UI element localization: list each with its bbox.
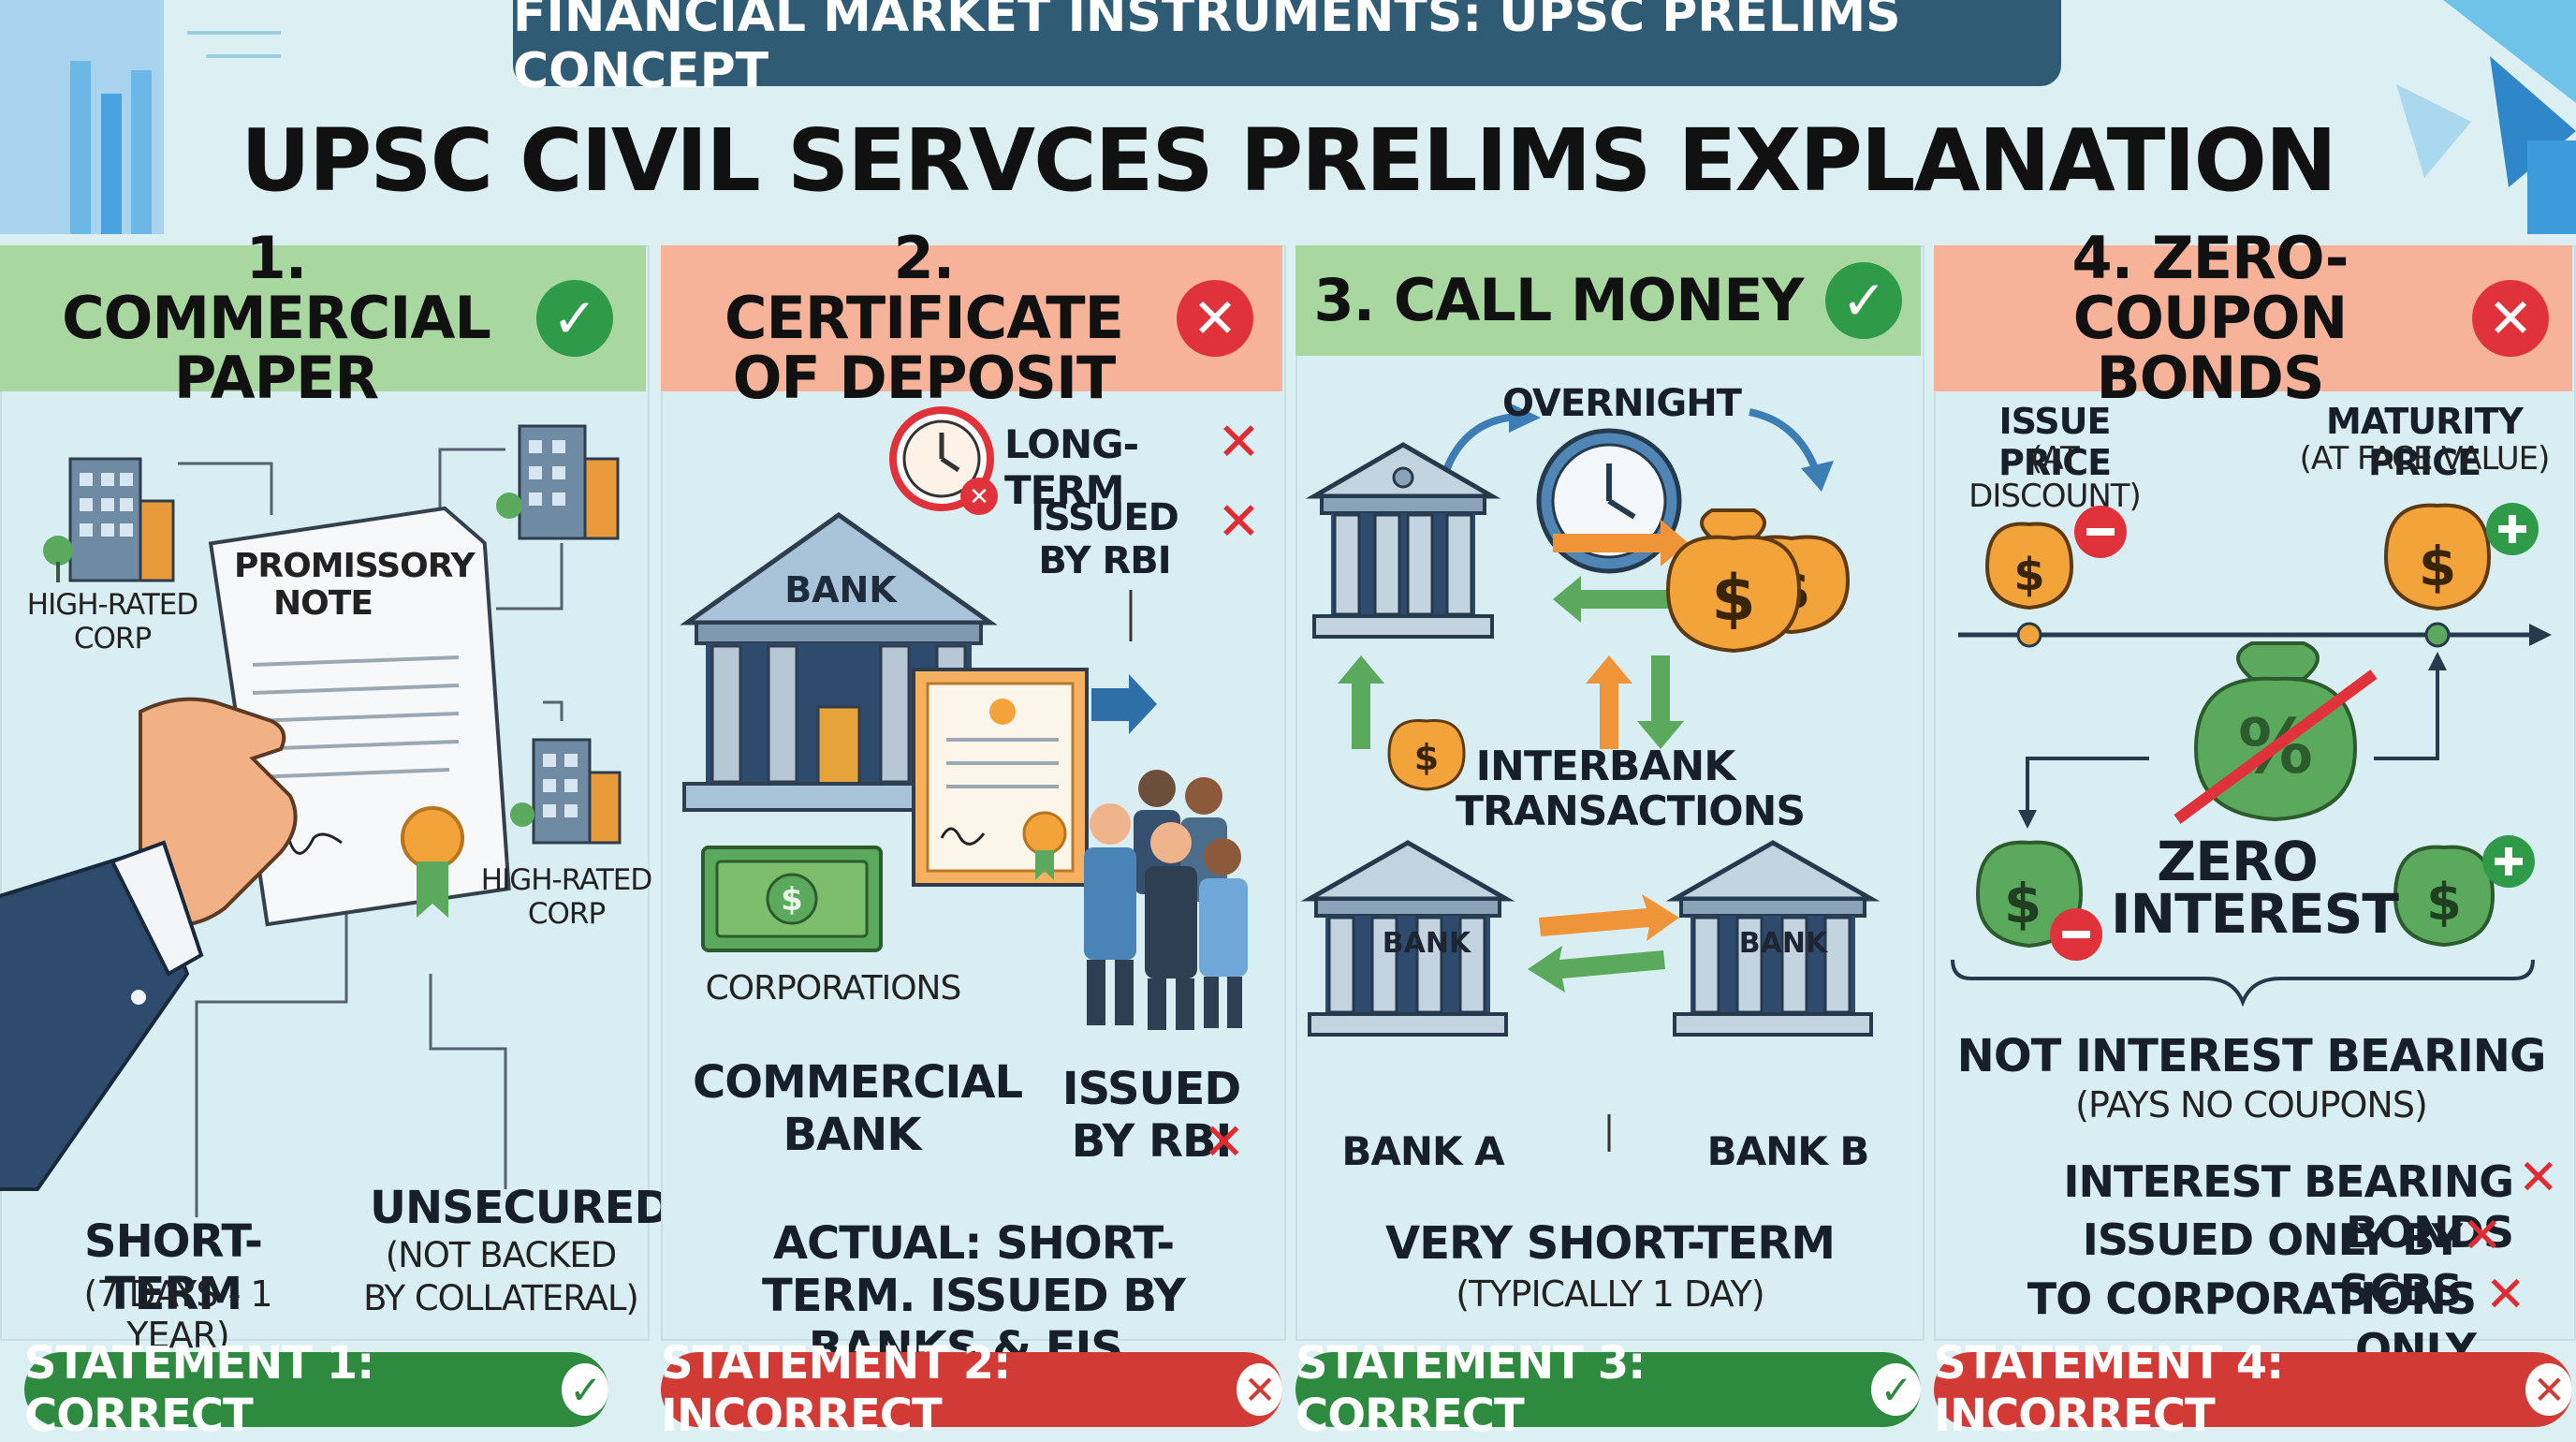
cross-icon: ✕ bbox=[2472, 280, 2549, 357]
minus-icon bbox=[2050, 908, 2102, 961]
check-icon: ✓ bbox=[1825, 262, 1903, 339]
cross-icon: ✕ bbox=[2462, 1208, 2503, 1264]
panel-call-money bbox=[1295, 245, 1925, 1341]
statement-2-text: STATEMENT 2: INCORRECT bbox=[661, 1337, 1011, 1442]
check-icon: ✓ bbox=[536, 280, 613, 357]
wrong-claim-2: ISSUED ONLY BY SCBS bbox=[2082, 1214, 2463, 1316]
zero-coupon-illustration: $ $ % $ $ bbox=[1951, 503, 2552, 1008]
zero-interest-label: ZERO INTEREST bbox=[2111, 830, 2399, 946]
panel-4-header: 4. ZERO-COUPON BONDS ✕ bbox=[1934, 228, 2572, 408]
bank-a-building-icon bbox=[1300, 840, 1515, 1037]
statement-3-text: STATEMENT 3: CORRECT bbox=[1295, 1337, 1646, 1442]
statement-1-text: STATEMENT 1: CORRECT bbox=[24, 1337, 374, 1442]
bank-a-sign-label: BANK bbox=[1382, 927, 1471, 960]
very-short-term-detail: (TYPICALLY 1 DAY) bbox=[1456, 1273, 1764, 1315]
maturity-price-label: MATURITY PRICE bbox=[2326, 401, 2524, 483]
statement-4-footer: STATEMENT 4: INCORRECT ✕ bbox=[1934, 1337, 2572, 1442]
hand-icon bbox=[0, 697, 298, 1191]
interbank-transactions-label: INTERBANK TRANSACTIONS bbox=[1456, 743, 1806, 835]
banner-title: FINANCIAL MARKET INSTRUMENTS: UPSC PRELI… bbox=[513, 0, 2061, 99]
long-term-label: LONG-TERM bbox=[1004, 421, 1139, 513]
cross-icon: ✕ bbox=[1217, 492, 1261, 552]
building-icon bbox=[43, 457, 175, 582]
issue-price-detail: (AT DISCOUNT) bbox=[1969, 440, 2142, 515]
money-bag-icon: $ bbox=[2393, 845, 2496, 948]
panel-4-title: 4. ZERO-COUPON BONDS bbox=[2071, 224, 2349, 412]
cross-icon: ✕ bbox=[2518, 1150, 2559, 1206]
bank-b-label: BANK B bbox=[1706, 1128, 1870, 1174]
panel-3-title: 3. CALL MONEY bbox=[1313, 266, 1805, 334]
maturity-price-detail: (AT FACE VALUE) bbox=[2299, 440, 2551, 478]
bank-a-label: BANK A bbox=[1341, 1128, 1504, 1174]
unsecured-label: UNSECURED bbox=[370, 1182, 671, 1234]
cross-icon: ✕ bbox=[1237, 1363, 1282, 1416]
cross-icon: ✕ bbox=[1217, 412, 1261, 473]
zero-interest-bag-icon: % bbox=[2174, 641, 2378, 824]
issued-by-rbi-bottom-label: ISSUED BY RBI bbox=[1061, 1063, 1241, 1168]
not-interest-bearing-label: NOT INTEREST BEARING bbox=[1956, 1030, 2547, 1082]
svg-text:$: $ bbox=[781, 881, 803, 919]
svg-text:$: $ bbox=[2013, 549, 2044, 601]
commercial-paper-illustration bbox=[0, 424, 622, 1217]
banknote-icon: $ bbox=[701, 846, 883, 952]
panel-1-title: 1. COMMERCIAL PAPER bbox=[62, 224, 491, 412]
money-bag-icon: $ bbox=[1984, 522, 2074, 611]
money-bags-icon: $ $ bbox=[1665, 508, 1851, 654]
svg-text:$: $ bbox=[2419, 535, 2456, 598]
plus-icon bbox=[2486, 503, 2539, 555]
wrong-claim-1: INTEREST BEARING BONDS bbox=[2063, 1156, 2514, 1258]
bank-b-building-icon bbox=[1665, 840, 1881, 1037]
cross-icon: ✕ bbox=[2525, 1363, 2572, 1416]
high-rated-corp-label-2: HIGH-RATED CORP bbox=[480, 863, 652, 931]
clock-icon: ✕ bbox=[889, 406, 998, 515]
cross-icon: ✕ bbox=[1177, 280, 1253, 357]
certificate-icon bbox=[912, 668, 1089, 887]
bank-sign-label: BANK bbox=[784, 569, 897, 611]
very-short-term-label: VERY SHORT-TERM bbox=[1385, 1217, 1836, 1270]
svg-text:$: $ bbox=[2004, 872, 2042, 935]
decorative-geometric-graphic bbox=[2396, 0, 2576, 234]
cross-icon: ✕ bbox=[1203, 1112, 1246, 1171]
panel-2-header: 2. CERTIFICATE OF DEPOSIT ✕ bbox=[661, 228, 1282, 408]
statement-4-text: STATEMENT 4: INCORRECT bbox=[1934, 1337, 2284, 1442]
certificate-of-deposit-illustration: ✕ $ bbox=[680, 406, 1248, 1030]
call-money-illustration: $ $ $ bbox=[1300, 403, 1881, 1152]
svg-text:$: $ bbox=[1414, 737, 1439, 778]
plus-icon bbox=[2482, 835, 2535, 888]
promissory-note-label: PROMISSORY NOTE bbox=[234, 547, 476, 623]
statement-2-footer: STATEMENT 2: INCORRECT ✕ bbox=[661, 1337, 1282, 1442]
commercial-bank-label: COMMERCIAL BANK bbox=[693, 1056, 1023, 1161]
check-icon: ✓ bbox=[1870, 1363, 1921, 1416]
short-term-label: SHORT-TERM bbox=[84, 1215, 263, 1320]
statement-3-footer: STATEMENT 3: CORRECT ✓ bbox=[1295, 1337, 1921, 1442]
svg-text:$: $ bbox=[2426, 873, 2462, 932]
not-interest-bearing-detail: (PAYS NO COUPONS) bbox=[2075, 1084, 2428, 1126]
statement-1-footer: STATEMENT 1: CORRECT ✓ bbox=[24, 1337, 608, 1442]
corporations-label: CORPORATIONS bbox=[705, 969, 962, 1008]
minus-icon bbox=[2074, 506, 2127, 558]
panel-1-header: 1. COMMERCIAL PAPER ✓ bbox=[0, 228, 646, 408]
overnight-label: OVERNIGHT bbox=[1502, 382, 1742, 425]
check-icon: ✓ bbox=[562, 1363, 608, 1416]
issued-by-rbi-top-label: ISSUED BY RBI bbox=[1031, 496, 1179, 582]
money-bag-icon: $ bbox=[2383, 503, 2492, 611]
money-bag-icon: $ bbox=[1387, 718, 1466, 791]
panel-3-header: 3. CALL MONEY ✓ bbox=[1295, 245, 1921, 356]
high-rated-corp-label-1: HIGH-RATED CORP bbox=[26, 588, 198, 655]
bank-b-sign-label: BANK bbox=[1738, 927, 1828, 960]
bank-building-icon bbox=[1305, 442, 1501, 639]
panel-2-title: 2. CERTIFICATE OF DEPOSIT bbox=[724, 224, 1124, 412]
unsecured-detail: (NOT BACKED BY COLLATERAL) bbox=[363, 1235, 639, 1318]
page-title: UPSC CIVIL SERVCES PRELIMS EXPLANATION bbox=[241, 110, 2337, 211]
decorative-skyline-graphic bbox=[0, 0, 281, 234]
issue-price-label: ISSUE PRICE bbox=[1998, 401, 2112, 483]
people-group-icon bbox=[1084, 770, 1248, 1030]
svg-text:✕: ✕ bbox=[969, 483, 989, 511]
svg-text:$: $ bbox=[1711, 562, 1755, 636]
short-term-detail: (7 DAYS - 1 YEAR) bbox=[83, 1273, 272, 1356]
cross-icon: ✕ bbox=[2485, 1267, 2526, 1323]
